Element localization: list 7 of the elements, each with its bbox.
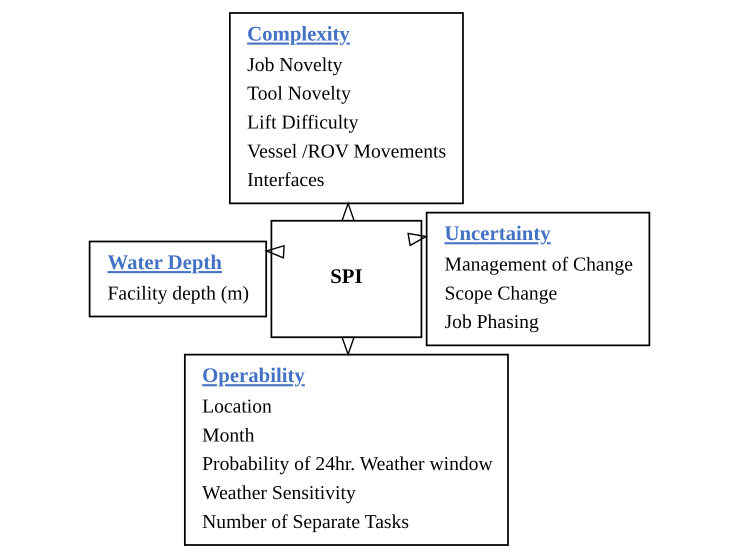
node-box: Water Depth Facility depth (m) bbox=[88, 240, 267, 318]
arrow bbox=[340, 336, 355, 356]
arrow bbox=[264, 244, 284, 259]
arrow bbox=[406, 232, 428, 246]
node-box: Complexity Job Novelty Tool Novelty Lift Difficulty Vessel /ROV Movements Interfaces bbox=[228, 12, 464, 204]
node-box: Operability Location Month Probability of 24hr. Weather window Weather Sensitivity Number of Separate Tasks bbox=[183, 354, 508, 546]
node-box: Uncertainty Management of Change Scope Change Job Phasing bbox=[425, 212, 650, 346]
